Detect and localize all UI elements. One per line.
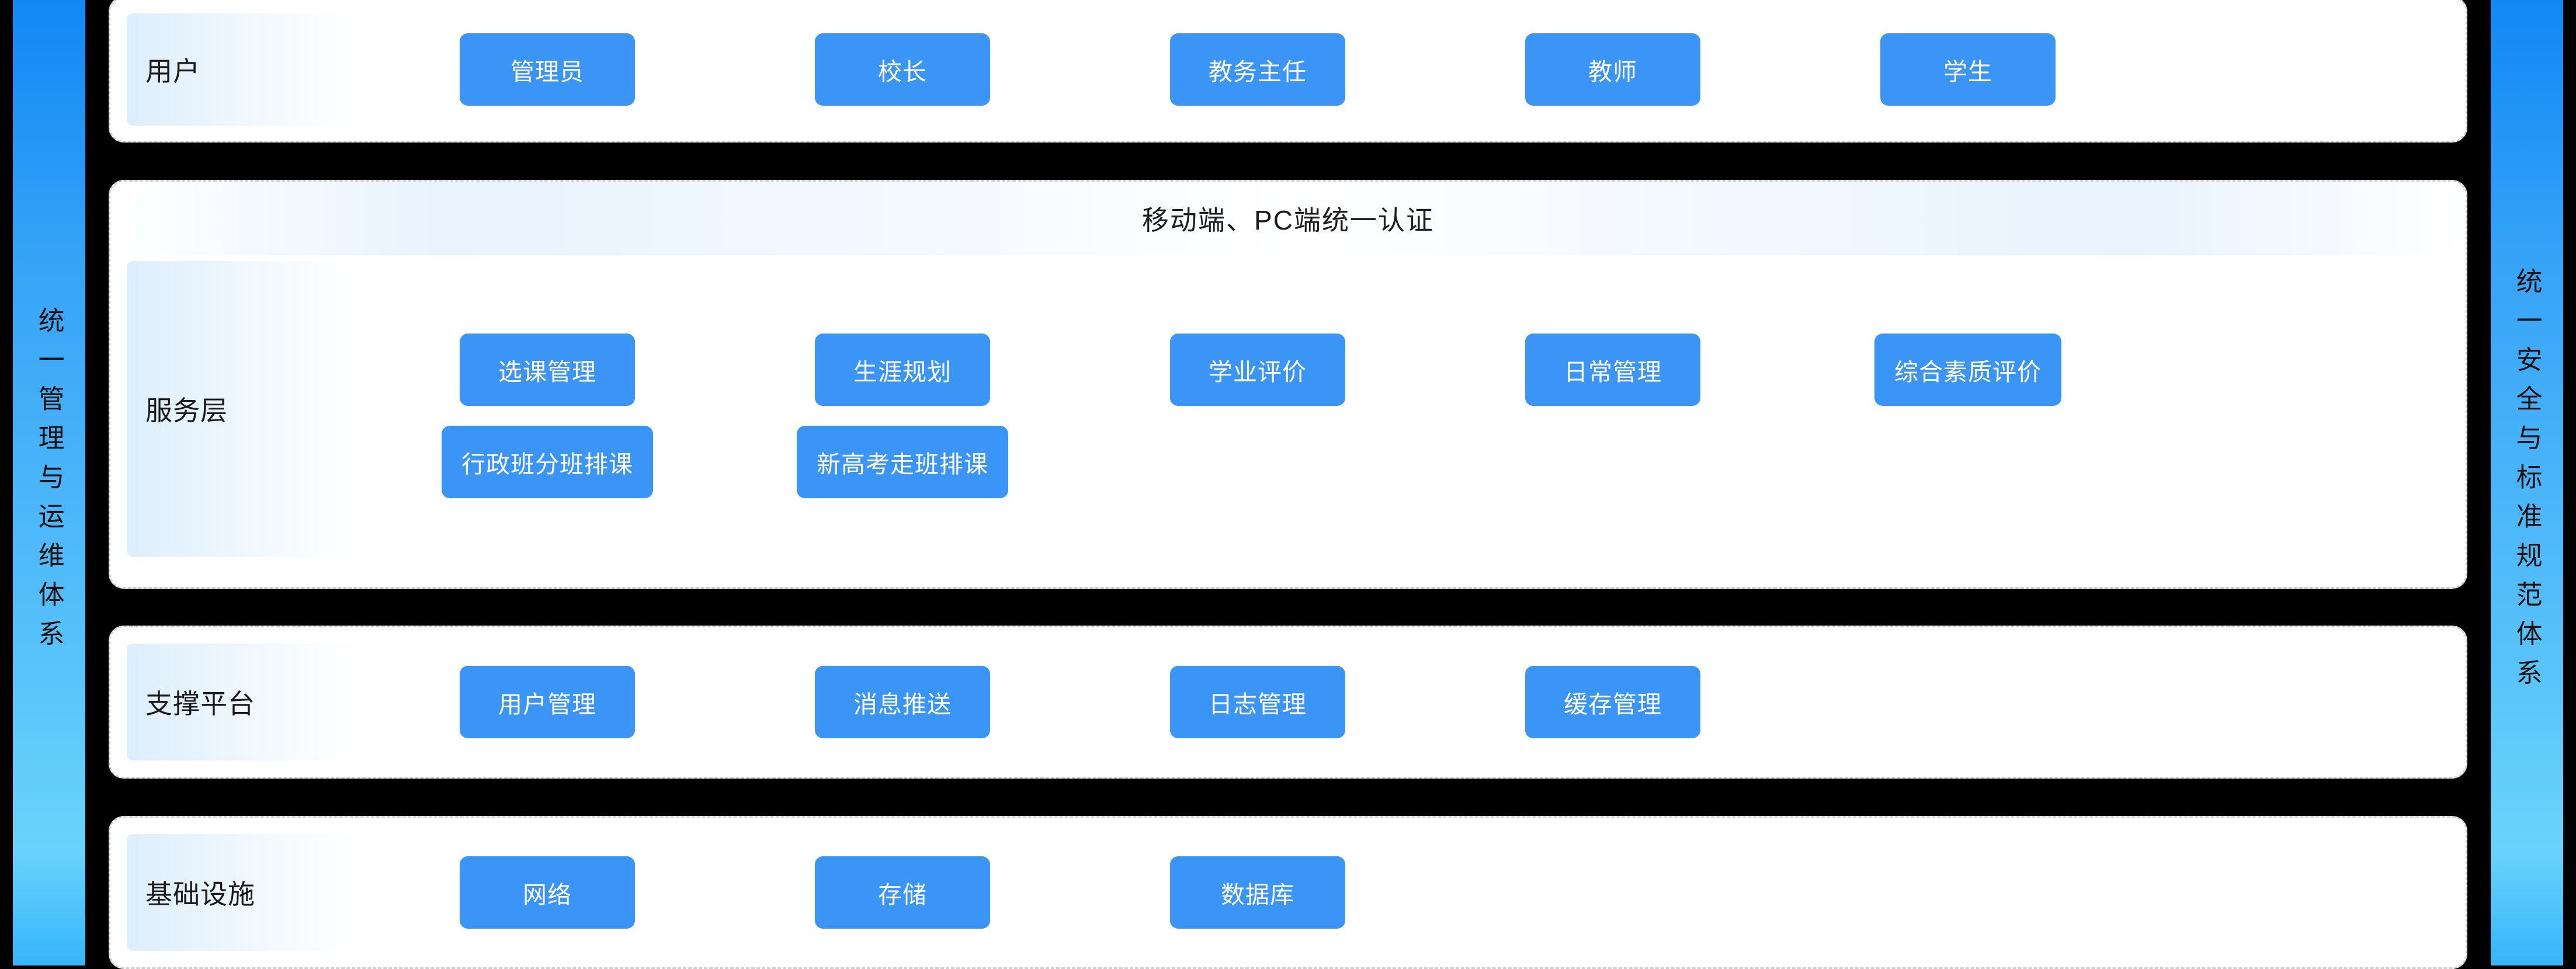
support-chip-line-1: 用户管理 消息推送 日志管理 缓存管理 — [370, 666, 2447, 739]
users-chip-area: 管理员 校长 教务主任 教师 学生 — [360, 0, 2447, 141]
layer-card-service: 移动端、PC端统一认证 服务层 选课管理 生涯规划 学业评价 — [109, 179, 2467, 589]
chip-career-planning[interactable]: 生涯规划 — [815, 333, 990, 406]
right-rail-unified-security: 统一安全与标准规范体系 — [2491, 0, 2563, 965]
infrastructure-row: 基础设施 网络 存储 数据库 — [110, 818, 2466, 967]
layer-label-panel-infrastructure: 基础设施 — [127, 833, 360, 951]
left-rail-unified-operations: 统一管理与运维体系 — [13, 0, 85, 965]
support-row: 支撑平台 用户管理 消息推送 日志管理 缓存管理 — [110, 627, 2466, 777]
layer-label-panel-support: 支撑平台 — [127, 644, 360, 761]
infrastructure-chip-line-1: 网络 存储 数据库 — [370, 856, 2447, 929]
left-rail-label: 统一管理与运维体系 — [34, 307, 64, 659]
chip-course-selection-management[interactable]: 选课管理 — [460, 333, 635, 406]
chip-slot: 用户管理 — [370, 666, 725, 739]
chip-user-management[interactable]: 用户管理 — [460, 666, 635, 739]
chip-user-teacher[interactable]: 教师 — [1525, 33, 1700, 106]
chip-slot: 生涯规划 — [725, 333, 1080, 406]
chip-slot: 行政班分班排课 — [370, 425, 725, 498]
chip-slot: 新高考走班排课 — [725, 425, 1080, 498]
chip-message-push[interactable]: 消息推送 — [815, 666, 990, 739]
chip-user-student[interactable]: 学生 — [1880, 33, 2056, 106]
chip-new-gaokao-rotating-class-scheduling[interactable]: 新高考走班排课 — [797, 425, 1008, 498]
chip-slot: 教师 — [1435, 33, 1790, 106]
chip-database[interactable]: 数据库 — [1170, 856, 1345, 929]
chip-storage[interactable]: 存储 — [815, 856, 990, 929]
chip-slot: 数据库 — [1080, 856, 1435, 929]
chip-user-principal[interactable]: 校长 — [815, 33, 990, 106]
chip-slot: 消息推送 — [725, 666, 1080, 739]
chip-slot: 学业评价 — [1080, 333, 1435, 406]
chip-user-admin[interactable]: 管理员 — [460, 33, 635, 106]
layer-label-users: 用户 — [145, 56, 200, 86]
chip-user-dean[interactable]: 教务主任 — [1170, 33, 1345, 106]
layer-label-panel-users: 用户 — [127, 13, 360, 126]
layer-card-infrastructure: 基础设施 网络 存储 数据库 — [109, 815, 2467, 969]
chip-slot: 选课管理 — [370, 333, 725, 406]
infrastructure-chip-area: 网络 存储 数据库 — [360, 818, 2447, 967]
support-chip-area: 用户管理 消息推送 日志管理 缓存管理 — [360, 627, 2447, 777]
layer-label-infrastructure: 基础设施 — [145, 878, 255, 909]
chip-comprehensive-quality-evaluation[interactable]: 综合素质评价 — [1874, 333, 2061, 406]
chip-slot: 网络 — [370, 856, 725, 929]
layer-label-service: 服务层 — [145, 395, 228, 426]
chip-slot: 学生 — [1790, 33, 2145, 106]
unified-auth-banner: 移动端、PC端统一认证 — [113, 181, 2463, 255]
chip-academic-evaluation[interactable]: 学业评价 — [1170, 333, 1345, 406]
right-rail-label: 统一安全与标准规范体系 — [2512, 268, 2542, 698]
layer-stack: 用户 管理员 校长 教务主任 教师 — [85, 0, 2491, 969]
chip-slot: 综合素质评价 — [1790, 333, 2145, 406]
chip-cache-management[interactable]: 缓存管理 — [1525, 666, 1700, 739]
users-chip-line-1: 管理员 校长 教务主任 教师 学生 — [370, 33, 2447, 106]
chip-slot: 缓存管理 — [1435, 666, 1790, 739]
service-row: 服务层 选课管理 生涯规划 学业评价 日常管理 — [110, 255, 2466, 587]
chip-slot: 日志管理 — [1080, 666, 1435, 739]
layer-card-support: 支撑平台 用户管理 消息推送 日志管理 缓存管理 — [109, 626, 2467, 779]
service-chip-area: 选课管理 生涯规划 学业评价 日常管理 综合素质评价 — [360, 255, 2447, 576]
chip-daily-management[interactable]: 日常管理 — [1525, 333, 1700, 406]
chip-slot: 日常管理 — [1435, 333, 1790, 406]
chip-slot: 管理员 — [370, 33, 725, 106]
chip-slot: 存储 — [725, 856, 1080, 929]
users-row: 用户 管理员 校长 教务主任 教师 — [110, 0, 2466, 141]
service-chip-line-1: 选课管理 生涯规划 学业评价 日常管理 综合素质评价 — [370, 333, 2447, 406]
layer-card-users: 用户 管理员 校长 教务主任 教师 — [109, 0, 2467, 143]
unified-auth-label: 移动端、PC端统一认证 — [1142, 204, 1434, 235]
chip-slot: 教务主任 — [1080, 33, 1435, 106]
layer-label-support: 支撑平台 — [145, 689, 255, 720]
chip-log-management[interactable]: 日志管理 — [1170, 666, 1345, 739]
service-chip-line-2: 行政班分班排课 新高考走班排课 — [370, 425, 2447, 498]
chip-slot: 校长 — [725, 33, 1080, 106]
chip-network[interactable]: 网络 — [460, 856, 635, 929]
layer-label-panel-service: 服务层 — [127, 261, 360, 557]
chip-admin-class-scheduling[interactable]: 行政班分班排课 — [442, 425, 653, 498]
